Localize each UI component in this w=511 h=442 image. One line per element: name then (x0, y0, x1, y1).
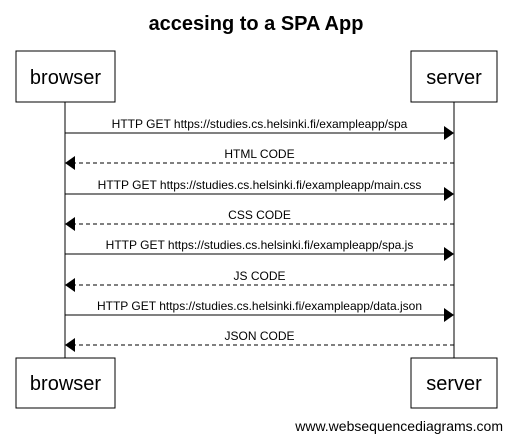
browser-participant-bottom: browser (15, 357, 116, 409)
message-label: JS CODE (233, 269, 285, 283)
message-label: HTTP GET https://studies.cs.helsinki.fi/… (98, 178, 422, 192)
browser-participant-bottom-label: browser (30, 373, 101, 395)
message-1: HTTP GET https://studies.cs.helsinki.fi/… (65, 117, 454, 140)
message-7: HTTP GET https://studies.cs.helsinki.fi/… (65, 299, 454, 322)
footer-watermark: www.websequencediagrams.com (294, 418, 503, 434)
message-6: JS CODE (65, 269, 454, 292)
message-label: HTTP GET https://studies.cs.helsinki.fi/… (97, 299, 422, 313)
server-participant-bottom: server (410, 357, 498, 409)
message-label: HTTP GET https://studies.cs.helsinki.fi/… (112, 117, 408, 131)
message-arrowhead (444, 308, 454, 322)
message-arrowhead (65, 156, 75, 170)
message-label: HTTP GET https://studies.cs.helsinki.fi/… (106, 238, 414, 252)
message-arrowhead (444, 126, 454, 140)
message-arrowhead (65, 217, 75, 231)
message-arrowhead (444, 247, 454, 261)
message-3: HTTP GET https://studies.cs.helsinki.fi/… (65, 178, 454, 201)
messages: HTTP GET https://studies.cs.helsinki.fi/… (65, 117, 454, 352)
browser-participant-top-label: browser (30, 67, 101, 89)
message-4: CSS CODE (65, 208, 454, 231)
browser-participant-top: browser (15, 50, 116, 103)
diagram-title: accesing to a SPA App (149, 13, 364, 35)
server-participant-bottom-label: server (426, 373, 482, 395)
server-participant-top-label: server (426, 67, 482, 89)
server-participant-top: server (410, 50, 498, 103)
message-label: CSS CODE (228, 208, 291, 222)
message-arrowhead (65, 338, 75, 352)
message-label: HTML CODE (224, 147, 294, 161)
message-8: JSON CODE (65, 329, 454, 352)
message-arrowhead (65, 278, 75, 292)
message-5: HTTP GET https://studies.cs.helsinki.fi/… (65, 238, 454, 261)
message-arrowhead (444, 187, 454, 201)
message-label: JSON CODE (224, 329, 294, 343)
message-2: HTML CODE (65, 147, 454, 170)
